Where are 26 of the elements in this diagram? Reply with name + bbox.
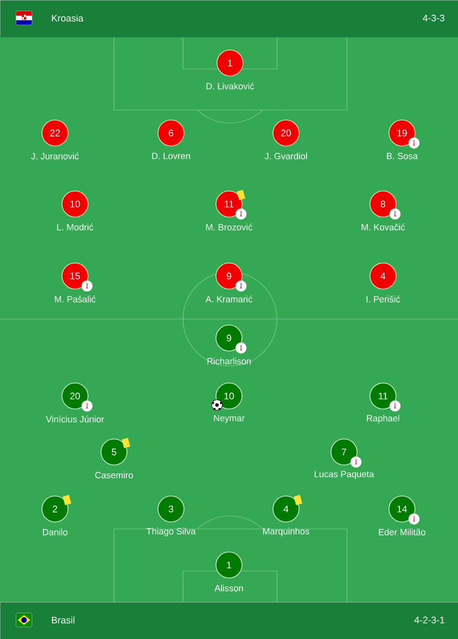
player-name: L. Modrić	[57, 224, 94, 230]
player-name: Raphael	[366, 414, 400, 424]
player-name: Casemiro	[95, 472, 133, 478]
player-name: A. Kramarić	[206, 296, 252, 302]
player-name: J. Gvardiol	[264, 152, 307, 160]
player-name: Eder Militão	[378, 528, 426, 536]
player-name: Danilo	[42, 528, 68, 536]
team-name: Brasil	[52, 616, 74, 624]
player-name: Neymar	[214, 414, 245, 424]
player-name: Marquinhos	[263, 528, 310, 536]
player-name: Vinícius Júnior	[46, 416, 104, 422]
player-name: J. Juranović	[31, 152, 79, 160]
player-name: Alisson	[214, 584, 243, 592]
team-name: Kroasia	[52, 14, 84, 22]
player-name: M. Brozović	[206, 224, 252, 230]
formation: 4-2-3-1	[414, 616, 444, 624]
player-name: D. Livaković	[206, 82, 254, 90]
player-name: I. Perišić	[366, 296, 400, 302]
player-name: B. Sosa	[386, 152, 418, 160]
player-name: Richarlison	[207, 358, 251, 364]
player-name: M. Pašalić	[54, 296, 96, 302]
player-name: D. Lovren	[152, 152, 190, 160]
player-name: M. Kovačić	[362, 224, 405, 230]
player-name: Thiago Silva	[146, 528, 196, 536]
player-name: Lucas Paqueta	[314, 470, 374, 480]
formation: 4-3-3	[422, 14, 444, 22]
